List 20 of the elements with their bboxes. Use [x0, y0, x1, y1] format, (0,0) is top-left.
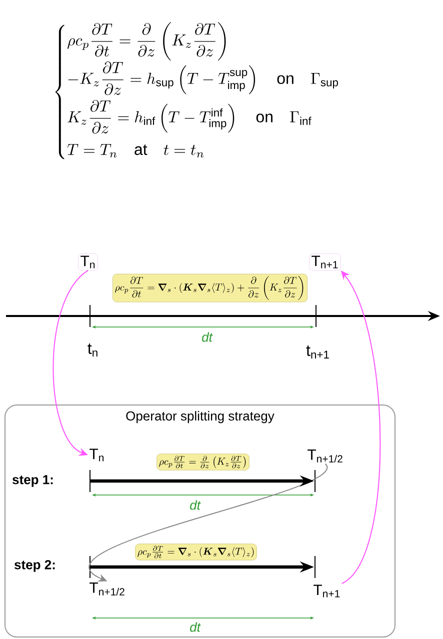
time-label: t$_{n}$	[88, 344, 98, 356]
panel-title: Operator splitting strategy	[126, 411, 274, 424]
value-box: T$_{n}$	[78, 254, 98, 270]
value-box: T$_{n+1}$	[309, 254, 341, 270]
time-label: T$_{n+1/2}$	[90, 582, 124, 596]
equation-box: $\rho c_p \frac{\partial T}{\partial t} = \frac{\partial}{\partial z}\left(K_z \frac{\partial T}{\partial z}\right)$	[156, 454, 250, 470]
connector-arrow	[52, 270, 88, 456]
time-label: T$_{n+1/2}$	[308, 449, 342, 463]
panel	[4, 404, 396, 638]
equation-box: $\rho c_p \dfrac{\partial T}{\partial t} = \boldsymbol{\nabla}_s \cdot \left(\boldsymbol{K}_s \boldsymbol{\nabla}_s \langle T \rangle_z\right) + \dfrac{\partial}{\partial z}\left(K_z \dfrac{\partial T}{\partial z}\right)$	[112, 274, 308, 302]
time-label: T$_{n+1}$	[314, 584, 340, 598]
equation-system: $\begin{cases} \rho c_p \dfrac{\partial T}{\partial t} = \dfrac{\partial}{\partial z}\left(K_z \dfrac{\partial T}{\partial z}\right) \\[6pt] -K_z \dfrac{\partial T}{\partial z} = h_{\mathrm{sup}}\left(T - T_{\mathrm{imp}}^{\mathrm{sup}}\right) \quad \mathrm{on} \quad \Gamma_{\mathrm{sup}} \\[6pt] K_z \dfrac{\partial T}{\partial z} = h_{\mathrm{inf}}\left(T - T_{\mathrm{imp}}^{\mathrm{inf}}\right) \quad \mathrm{on} \quad \Gamma_{\mathrm{inf}} \\[6pt] T = T_n \quad \mathrm{at} \quad t = t_n \end{cases}$	[56, 22, 338, 160]
step-label: step 1:	[12, 475, 53, 487]
dimension-label: dt	[188, 621, 202, 633]
dimension-label: dt	[188, 499, 202, 511]
equation-box: $\rho c_p \frac{\partial T}{\partial t} = \boldsymbol{\nabla}_s \cdot \left(\boldsymbol{K}_s \boldsymbol{\nabla}_s \langle T \rangle_z\right)$	[135, 544, 257, 560]
dimension-label: dt	[200, 331, 214, 343]
step-label: step 2:	[14, 560, 55, 572]
time-label: T$_{n}$	[90, 448, 104, 462]
time-label: t$_{n+1}$	[306, 346, 329, 358]
